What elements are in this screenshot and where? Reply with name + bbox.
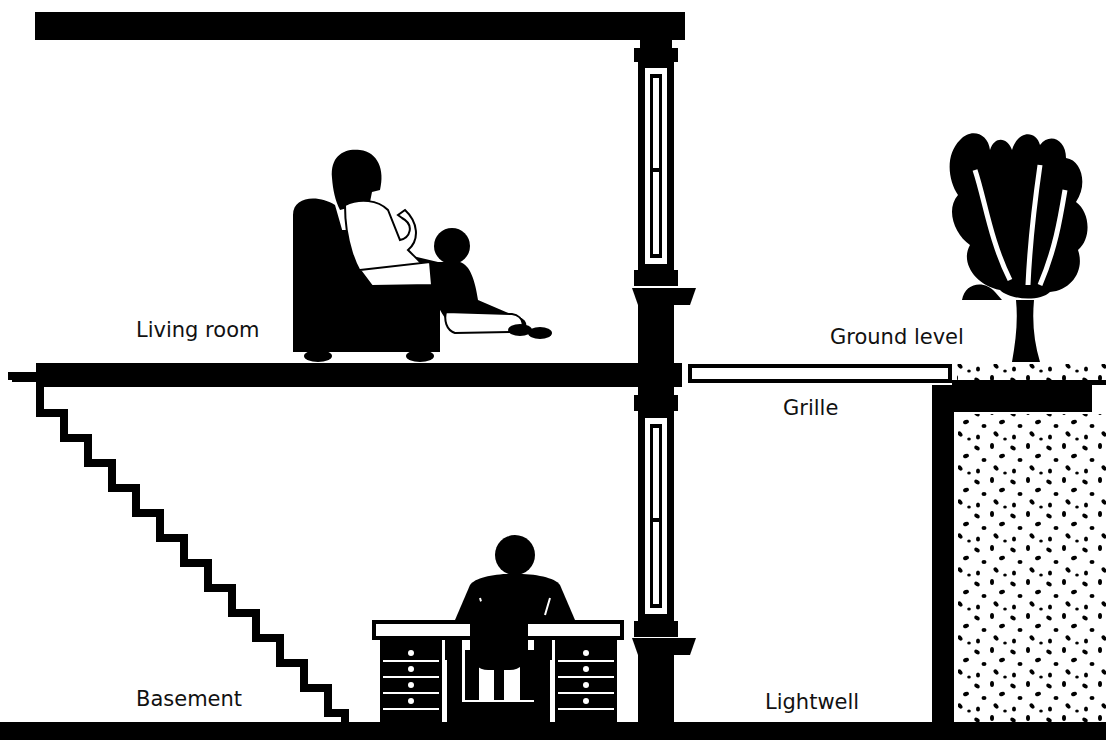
- lightwell-wall: [932, 385, 954, 725]
- room-label: Lightwell: [765, 690, 859, 715]
- grille: [690, 366, 950, 381]
- desk-drawers: [383, 650, 614, 710]
- tree-gaps: [975, 165, 1065, 285]
- grille-label: Grille: [783, 396, 838, 421]
- floor-slab: [8, 363, 682, 387]
- lower-column: [632, 387, 696, 725]
- tree: [950, 133, 1088, 362]
- basement-floor: [0, 722, 1106, 740]
- stairs: [12, 378, 345, 722]
- ground-slab: [932, 385, 1092, 412]
- ground-line: [952, 380, 1106, 385]
- armchair-figures: [293, 150, 552, 362]
- room-label: Living room: [136, 318, 259, 343]
- upper-column: [632, 40, 696, 365]
- ground-label: Ground level: [830, 325, 964, 350]
- topsoil: [957, 364, 1106, 380]
- ceiling: [35, 12, 685, 40]
- room-label: Basement: [136, 687, 242, 712]
- soil: [958, 414, 1106, 722]
- desk-figure: [372, 535, 624, 722]
